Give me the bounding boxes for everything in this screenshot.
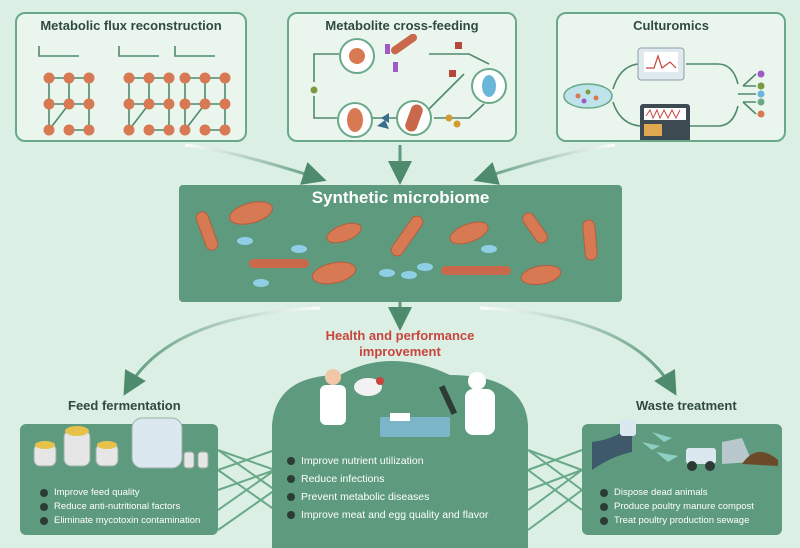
synthetic-microbiome-title: Synthetic microbiome (311, 188, 490, 207)
list-item: Dispose dead animals (600, 486, 754, 500)
list-item: Reduce anti-nutritional factors (40, 500, 200, 514)
health-title-line2: improvement (359, 344, 441, 359)
cross-feeding-panel: Metabolite cross-feeding (287, 12, 517, 142)
culturomics-graphic (563, 47, 765, 140)
waste-treatment-box: Dispose dead animals Produce poultry man… (582, 420, 782, 535)
feed-bullet-list: Improve feed quality Reduce anti-nutriti… (40, 486, 200, 528)
health-title-line1: Health and performance (325, 328, 475, 343)
list-item: Reduce infections (287, 470, 488, 488)
list-item: Improve meat and egg quality and flavor (287, 506, 488, 524)
health-performance-title: Health and performance improvement (290, 328, 510, 360)
feed-fermentation-box: Improve feed quality Reduce anti-nutriti… (20, 417, 218, 535)
middle-bullet-list: Improve nutrient utilization Reduce infe… (287, 452, 488, 524)
cross-feeding-panel-title: Metabolite cross-feeding (325, 18, 479, 33)
waste-illustration (592, 420, 778, 471)
synthetic-microbiome-box: Synthetic microbiome (179, 185, 622, 302)
cross-feeding-graphic (310, 34, 507, 138)
microbes-graphic (195, 201, 598, 287)
flux-network-graphic (38, 46, 231, 136)
list-item: Improve nutrient utilization (287, 452, 488, 470)
culturomics-panel-title: Culturomics (633, 18, 709, 33)
waste-bullet-list: Dispose dead animals Produce poultry man… (600, 486, 754, 528)
list-item: Prevent metabolic diseases (287, 488, 488, 506)
flux-panel: Metabolic flux reconstruction (15, 12, 247, 142)
feed-fermentation-title: Feed fermentation (68, 398, 181, 413)
flux-panel-title: Metabolic flux reconstruction (40, 18, 222, 33)
list-item: Eliminate mycotoxin contamination (40, 514, 200, 528)
list-item: Produce poultry manure compost (600, 500, 754, 514)
list-item: Improve feed quality (40, 486, 200, 500)
culturomics-panel: Culturomics (556, 12, 786, 142)
scientist-illustration (320, 369, 495, 437)
feed-illustration (33, 417, 209, 469)
list-item: Treat poultry production sewage (600, 514, 754, 528)
waste-treatment-title: Waste treatment (636, 398, 737, 413)
middle-dome (272, 361, 528, 548)
